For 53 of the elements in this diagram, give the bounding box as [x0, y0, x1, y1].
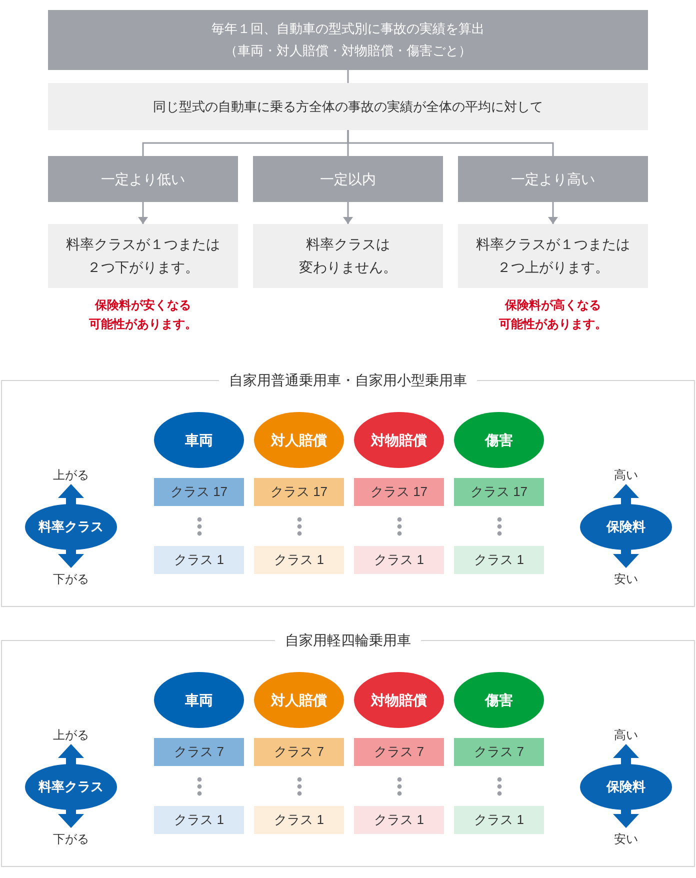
category-ellipse: 対人賠償: [254, 412, 344, 468]
condition-box: 一定より高い: [458, 156, 648, 202]
category-ellipse: 対人賠償: [254, 672, 344, 728]
class-tile: クラス 1: [154, 546, 244, 574]
category-ellipse: 対物賠償: [354, 672, 444, 728]
connector-line: [347, 130, 554, 156]
class-tile: クラス 7: [154, 738, 244, 766]
direction-label: 安い: [614, 571, 638, 587]
panel-title: 自家用軽四輪乗用車: [275, 630, 421, 650]
panel-title: 自家用普通乗用車・自家用小型乗用車: [219, 370, 477, 390]
direction-label: 高い: [614, 727, 638, 743]
condition-box: 一定以内: [253, 156, 443, 202]
label-ellipse: 料率クラス: [25, 764, 117, 810]
note-text: 保険料が高くなる可能性があります。: [499, 297, 607, 333]
category-ellipse: 傷害: [454, 412, 544, 468]
note-text: 保険料が安くなる可能性があります。: [89, 297, 197, 333]
result-box: 料率クラスが１つまたは２つ上がります。: [458, 224, 648, 288]
class-tile: クラス 1: [354, 546, 444, 574]
class-tile: クラス 1: [254, 546, 344, 574]
direction-label: 下がる: [53, 571, 89, 587]
arrow: [343, 202, 353, 224]
category-ellipse: 対物賠償: [354, 412, 444, 468]
class-tile: クラス 1: [454, 546, 544, 574]
class-tile: クラス 17: [454, 478, 544, 506]
result-box: 料率クラスは変わりません。: [253, 224, 443, 288]
class-tile: クラス 7: [354, 738, 444, 766]
direction-label: 安い: [614, 831, 638, 847]
direction-label: 上がる: [53, 467, 89, 483]
label-ellipse: 保険料: [580, 504, 672, 550]
class-tile: クラス 1: [354, 806, 444, 834]
arrow: [548, 202, 558, 224]
result-box: 料率クラスが１つまたは２つ下がります。: [48, 224, 238, 288]
connector-line: [347, 70, 349, 83]
class-tile: クラス 1: [254, 806, 344, 834]
label-ellipse: 保険料: [580, 764, 672, 810]
label-ellipse: 料率クラス: [25, 504, 117, 550]
process-box: 同じ型式の自動車に乗る方全体の事故の実績が全体の平均に対して: [48, 83, 648, 130]
class-tile: クラス 17: [154, 478, 244, 506]
direction-label: 下がる: [53, 831, 89, 847]
class-tile: クラス 17: [254, 478, 344, 506]
process-box: 毎年１回、自動車の型式別に事故の実績を算出（車両・対人賠償・対物賠償・傷害ごと）: [48, 10, 648, 70]
condition-box: 一定より低い: [48, 156, 238, 202]
class-tile: クラス 7: [454, 738, 544, 766]
arrow: [138, 202, 148, 224]
direction-label: 高い: [614, 467, 638, 483]
class-tile: クラス 17: [354, 478, 444, 506]
direction-label: 上がる: [53, 727, 89, 743]
class-tile: クラス 7: [254, 738, 344, 766]
class-tile: クラス 1: [454, 806, 544, 834]
class-tile: クラス 1: [154, 806, 244, 834]
category-ellipse: 傷害: [454, 672, 544, 728]
category-ellipse: 車両: [154, 672, 244, 728]
category-ellipse: 車両: [154, 412, 244, 468]
